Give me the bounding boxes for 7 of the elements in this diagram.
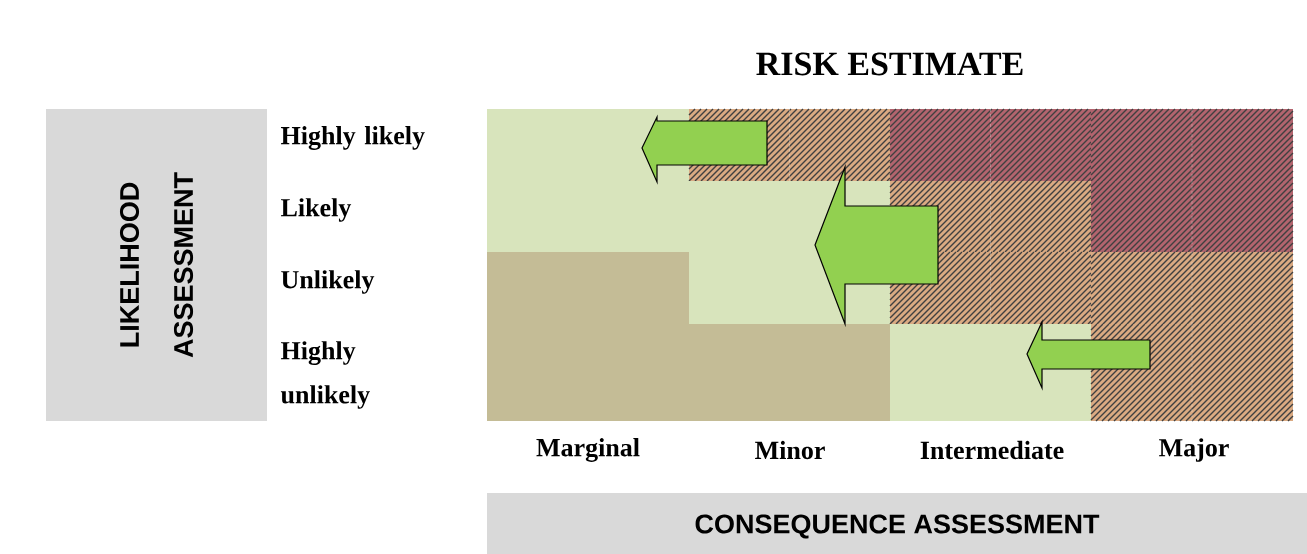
column-label: Marginal (536, 438, 640, 462)
heading-box: LIKELIHOOD ASSESSMENT (46, 109, 267, 421)
column-label: Minor (755, 440, 825, 460)
heading-box: CONSEQUENCE ASSESSMENT (487, 493, 1307, 554)
column-label: Intermediate (920, 440, 1064, 460)
column-label: Major (1159, 438, 1229, 462)
title: RISK ESTIMATE (756, 52, 1023, 76)
